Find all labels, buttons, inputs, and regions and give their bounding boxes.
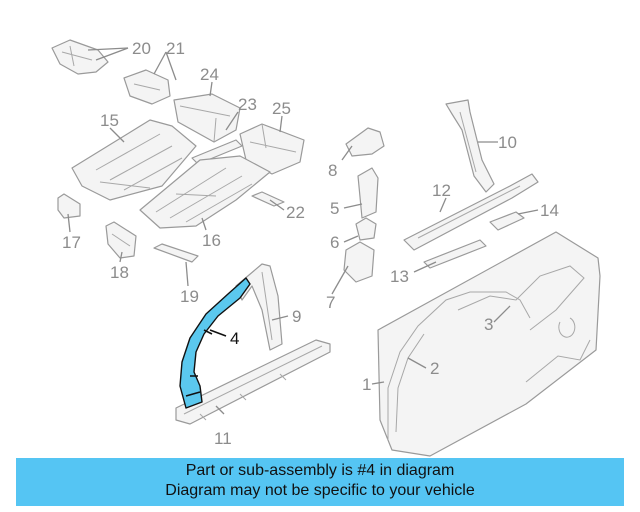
banner-line-disclaimer: Diagram may not be specific to your vehi… <box>165 482 475 499</box>
part-7[interactable] <box>343 241 375 283</box>
part-3-window-opening[interactable] <box>457 265 585 331</box>
callout-labels: 20 21 24 23 25 15 10 8 12 5 22 14 17 16 … <box>62 39 559 448</box>
part-15[interactable] <box>71 119 197 201</box>
callout-1[interactable]: 1 <box>362 375 371 394</box>
callout-4[interactable]: 4 <box>230 329 239 348</box>
callout-19[interactable]: 19 <box>180 287 199 306</box>
part-17[interactable] <box>57 193 81 219</box>
callout-24[interactable]: 24 <box>200 65 219 84</box>
callout-21[interactable]: 21 <box>166 39 185 58</box>
part-1-body-side[interactable] <box>377 231 601 457</box>
part-25[interactable] <box>239 123 305 175</box>
callout-15[interactable]: 15 <box>100 111 119 130</box>
callout-25[interactable]: 25 <box>272 99 291 118</box>
callout-23[interactable]: 23 <box>238 95 257 114</box>
callout-5[interactable]: 5 <box>330 199 339 218</box>
part-21[interactable] <box>123 69 171 105</box>
callout-11[interactable]: 11 <box>214 429 232 448</box>
part-16[interactable] <box>139 155 271 229</box>
callout-16[interactable]: 16 <box>202 231 221 250</box>
callout-7[interactable]: 7 <box>326 293 335 312</box>
callout-12[interactable]: 12 <box>432 181 451 200</box>
callout-9[interactable]: 9 <box>292 307 301 326</box>
part-9[interactable] <box>235 263 283 351</box>
info-banner: Part or sub-assembly is #4 in diagram Di… <box>16 458 624 506</box>
callout-10[interactable]: 10 <box>498 133 517 152</box>
callout-6[interactable]: 6 <box>330 233 339 252</box>
part-6[interactable] <box>355 217 377 241</box>
callout-2[interactable]: 2 <box>430 359 439 378</box>
part-11[interactable] <box>175 339 331 425</box>
part-22[interactable] <box>251 191 285 207</box>
part-23[interactable] <box>191 139 243 165</box>
part-24[interactable] <box>173 93 241 143</box>
part-14[interactable] <box>489 211 525 231</box>
callout-3[interactable]: 3 <box>484 315 493 334</box>
leader-lines <box>67 47 539 415</box>
part-8[interactable] <box>345 127 385 157</box>
part-18[interactable] <box>105 221 137 259</box>
callout-13[interactable]: 13 <box>390 267 409 286</box>
part-2-door-arch[interactable] <box>387 291 531 440</box>
part-12[interactable] <box>403 173 539 251</box>
callout-18[interactable]: 18 <box>110 263 129 282</box>
part-5[interactable] <box>357 167 379 219</box>
exploded-body-diagram: 20 21 24 23 25 15 10 8 12 5 22 14 17 16 … <box>51 39 601 457</box>
callout-22[interactable]: 22 <box>286 203 305 222</box>
callout-20[interactable]: 20 <box>132 39 151 58</box>
callout-14[interactable]: 14 <box>540 201 559 220</box>
part-4-highlighted[interactable] <box>179 277 251 409</box>
part-19[interactable] <box>153 243 199 263</box>
callout-17[interactable]: 17 <box>62 233 81 252</box>
banner-line-part-number: Part or sub-assembly is #4 in diagram <box>185 462 455 479</box>
part-10[interactable] <box>445 99 495 193</box>
part-20[interactable] <box>51 39 109 75</box>
callout-8[interactable]: 8 <box>328 161 337 180</box>
